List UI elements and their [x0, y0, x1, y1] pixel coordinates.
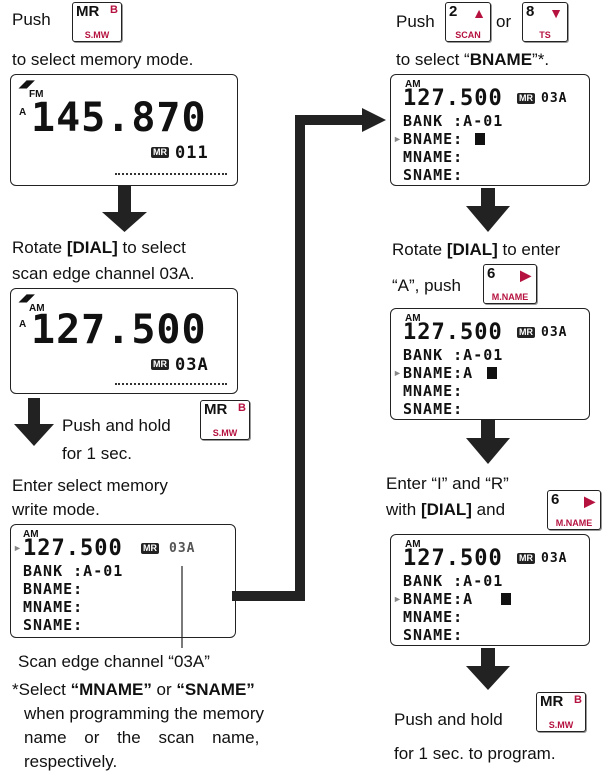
- enter-ir-text: Enter “I” and “R”: [386, 474, 509, 493]
- down-arrow-icon: [102, 186, 147, 232]
- enter-select-text-1: Enter select memory: [12, 476, 168, 495]
- down-arrow-icon: [466, 188, 510, 232]
- footnote-line-1: *Select “MNAME” or “SNAME”: [12, 680, 255, 699]
- a-push-text: “A”, push: [392, 276, 461, 295]
- with-dial-and-text: with [DIAL] and: [386, 500, 506, 519]
- down-arrow-icon: [14, 398, 54, 446]
- push-text-right: Push: [396, 12, 435, 31]
- for-program-text: for 1 sec. to program.: [394, 744, 556, 763]
- scan-edge-caption: Scan edge channel “03A”: [18, 652, 210, 671]
- key-6-mname: 6 ▶ M.NAME: [483, 264, 537, 304]
- lcd-display-memory-mode: ◢◤ FM A 145.870 MR 011: [10, 74, 238, 186]
- push-hold-text: Push and hold: [62, 416, 171, 435]
- footnote-line-3: name or the scan name,: [24, 728, 260, 747]
- enter-select-text-2: write mode.: [12, 500, 100, 519]
- to-select-bname-text: to select “BNAME”*.: [396, 50, 550, 69]
- select-memory-mode-text: to select memory mode.: [12, 50, 194, 69]
- key-2-scan: 2 ▲ SCAN: [445, 2, 491, 42]
- scan-edge-line: scan edge channel 03A.: [12, 264, 195, 283]
- lcd-signal-icon: ◢◤: [19, 79, 35, 90]
- footnote-line-4: respectively.: [24, 752, 118, 771]
- rotate-dial-right-text: Rotate [DIAL] to enter: [392, 240, 561, 259]
- key-6-mname: 6 ▶ M.NAME: [547, 490, 601, 530]
- lcd-mode-fm: FM: [29, 89, 44, 100]
- down-arrow-icon: [466, 420, 510, 464]
- lcd-display-memory-write: AM ► 127.500 MR 03A BANK :A-01 BNAME: MN…: [10, 524, 236, 638]
- lcd-frequency: 145.870: [31, 95, 207, 141]
- rotate-dial-text: Rotate [DIAL] to select: [12, 238, 186, 257]
- down-arrow-icon: [466, 648, 510, 690]
- key-8-ts: 8 ▼ TS: [522, 2, 568, 42]
- connector-arrow-icon: [232, 108, 386, 601]
- lcd-display-bname-a: AM 127.500 MR 03A BANK :A-01 ► BNAME:A M…: [390, 308, 590, 420]
- down-arrows: [14, 186, 510, 690]
- or-text: or: [496, 12, 512, 31]
- lcd-channel: 011: [175, 143, 209, 163]
- for-1-sec-text: for 1 sec.: [62, 444, 132, 463]
- push-hold-right-text: Push and hold: [394, 710, 503, 729]
- lcd-display-scan-edge: ◢◤ AM A 127.500 MR 03A: [10, 288, 238, 394]
- push-text: Push: [12, 10, 51, 29]
- lcd-display-bname-select: AM 127.500 MR 03A BANK :A-01 ► BNAME: MN…: [390, 74, 590, 186]
- lcd-display-bname-air: AM 127.500 MR 03A BANK :A-01 ► BNAME:A M…: [390, 534, 590, 646]
- footnote-line-2: when programming the memory: [24, 704, 264, 723]
